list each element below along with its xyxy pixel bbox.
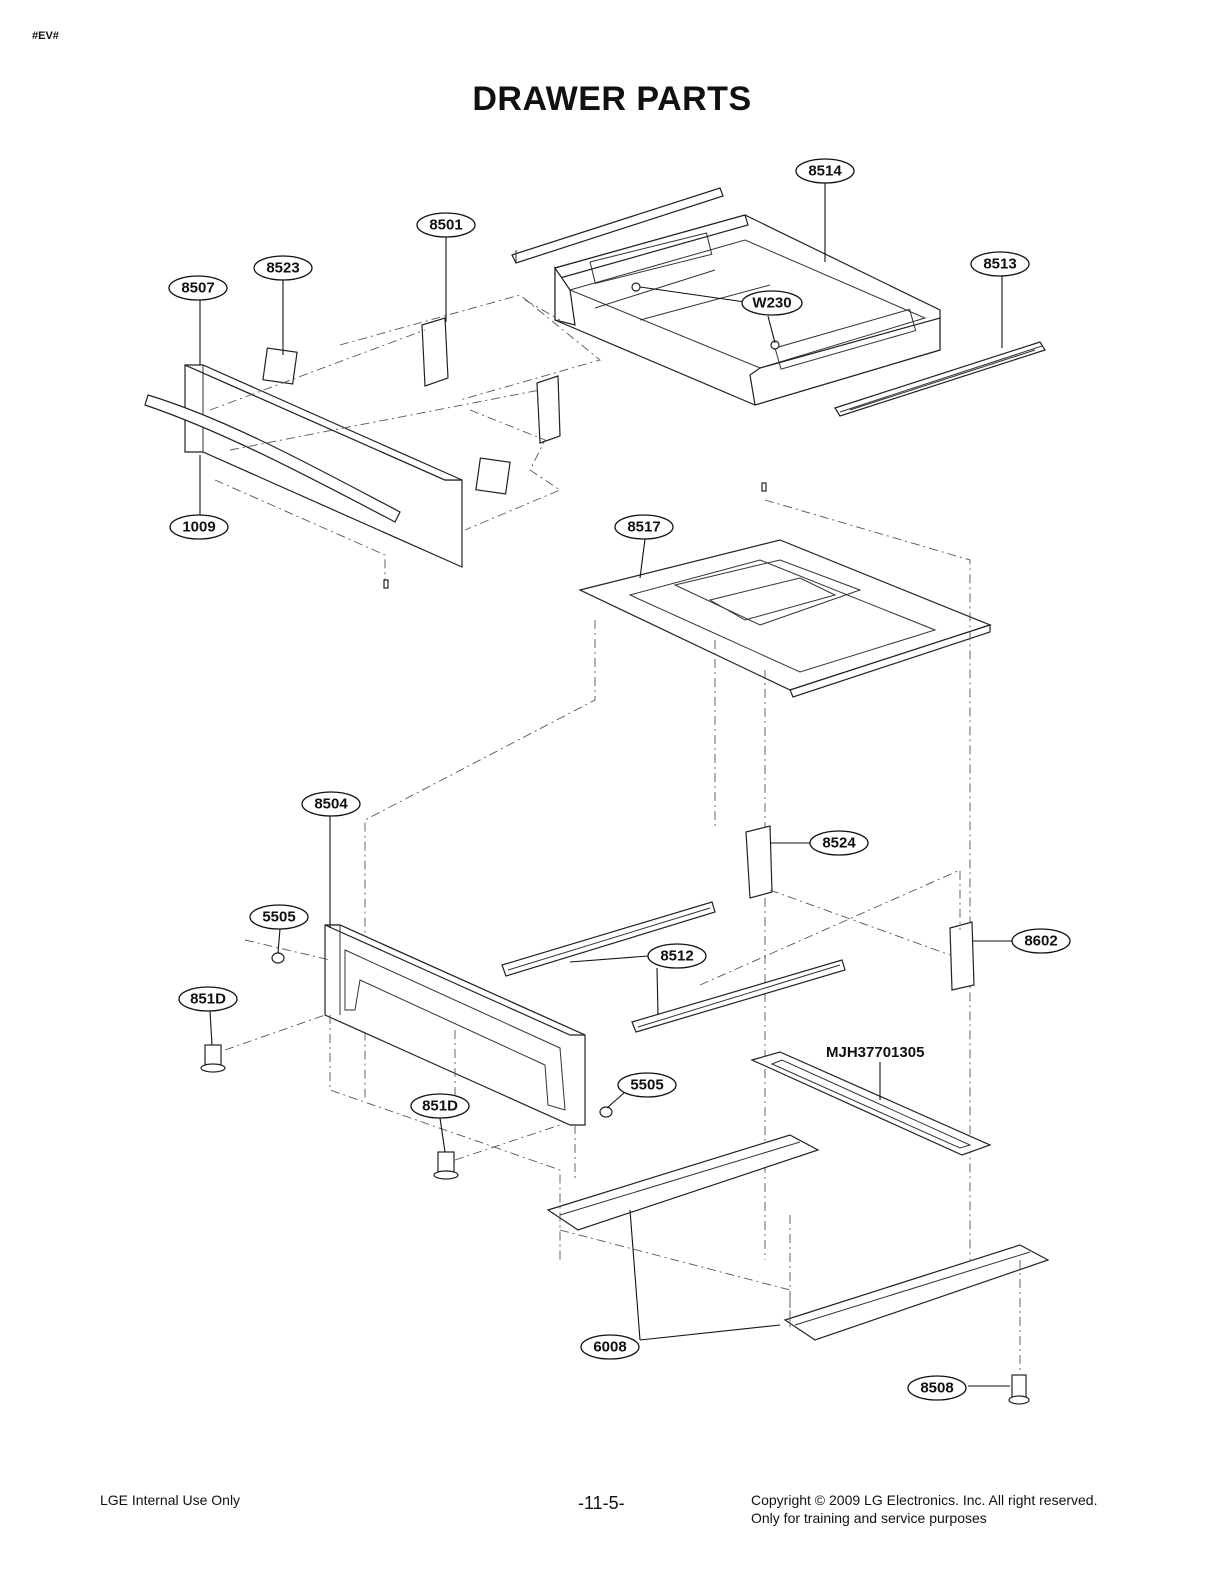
callout-5505-upper: 5505 [249,904,309,930]
callout-851D-left: 851D [178,986,238,1012]
callout-8512: 8512 [647,943,707,969]
hinge-bracket-8501-b [536,375,561,444]
page-title: DRAWER PARTS [472,80,752,118]
callout-8508: 8508 [907,1375,967,1401]
callout-6008: 6008 [580,1334,640,1360]
callout-8513: 8513 [970,251,1030,277]
callout-8514: 8514 [795,158,855,184]
svg-text:8602: 8602 [1024,933,1057,950]
svg-text:8524: 8524 [822,835,856,852]
svg-text:8523: 8523 [266,260,299,277]
drawer-rail-8512-lower [631,959,846,1033]
part-label-mjh37701305: MJH37701305 [826,1044,924,1061]
drawer-front-panel-8507 [184,364,463,568]
drawer-rail-8512-upper [501,901,716,977]
svg-text:8517: 8517 [627,519,660,536]
svg-text:8507: 8507 [181,280,214,297]
svg-text:5505: 5505 [630,1077,663,1094]
callout-leader-lines [199,182,1012,1387]
drawer-cover-plate-8517 [578,539,992,698]
svg-text:851D: 851D [422,1098,458,1115]
svg-text:8501: 8501 [429,217,462,234]
footer-page-number: -11-5- [578,1493,625,1513]
svg-text:8512: 8512 [660,948,693,965]
svg-text:8514: 8514 [808,163,842,180]
svg-text:5505: 5505 [262,909,295,926]
screw-icon [383,579,389,589]
drawer-box-rail-top [511,187,724,264]
callout-8602: 8602 [1011,928,1071,954]
bracket-8523-right [475,457,511,495]
svg-text:8508: 8508 [920,1380,953,1397]
svg-text:8513: 8513 [983,256,1016,273]
callout-8507: 8507 [168,275,228,301]
svg-text:1009: 1009 [182,519,215,536]
svg-text:W230: W230 [752,295,791,312]
footer-internal-use: LGE Internal Use Only [100,1492,241,1508]
callout-8517: 8517 [614,514,674,540]
bracket-8524 [745,825,773,899]
svg-text:8504: 8504 [314,796,348,813]
callout-8524: 8524 [809,830,869,856]
washer-5505-a [271,952,285,964]
callout-5505-lower: 5505 [617,1072,677,1098]
drawer-handle-1009 [144,394,401,523]
drawer-slide-6008-a [546,1134,820,1231]
leveler-851D-a [200,1044,226,1073]
callout-8501: 8501 [416,212,476,238]
screw-icon [761,482,767,492]
leveler-851D-b [433,1151,459,1180]
footer-training-note: Only for training and service purposes [751,1510,987,1526]
svg-text:6008: 6008 [593,1339,626,1356]
drawer-frame-8504 [324,924,586,1126]
washer-5505-b [599,1106,613,1118]
drawer-slide-6008-b [783,1244,1050,1341]
svg-text:851D: 851D [190,991,226,1008]
callout-851D-center: 851D [410,1093,470,1119]
footer-copyright: Copyright © 2009 LG Electronics. Inc. Al… [751,1492,1098,1508]
bracket-8602 [949,921,975,991]
hinge-bracket-8501-a [421,317,449,387]
bracket-8523-left [262,347,298,385]
support-plate-mjh37701305 [750,1051,992,1156]
document-tag: #EV# [32,30,59,42]
leveling-leg-8508 [1008,1374,1030,1405]
callout-W230: W230 [741,290,803,316]
callout-8504: 8504 [301,791,361,817]
callout-8523: 8523 [253,255,313,281]
callout-1009: 1009 [169,514,229,540]
drawer-slide-8513 [834,341,1046,417]
